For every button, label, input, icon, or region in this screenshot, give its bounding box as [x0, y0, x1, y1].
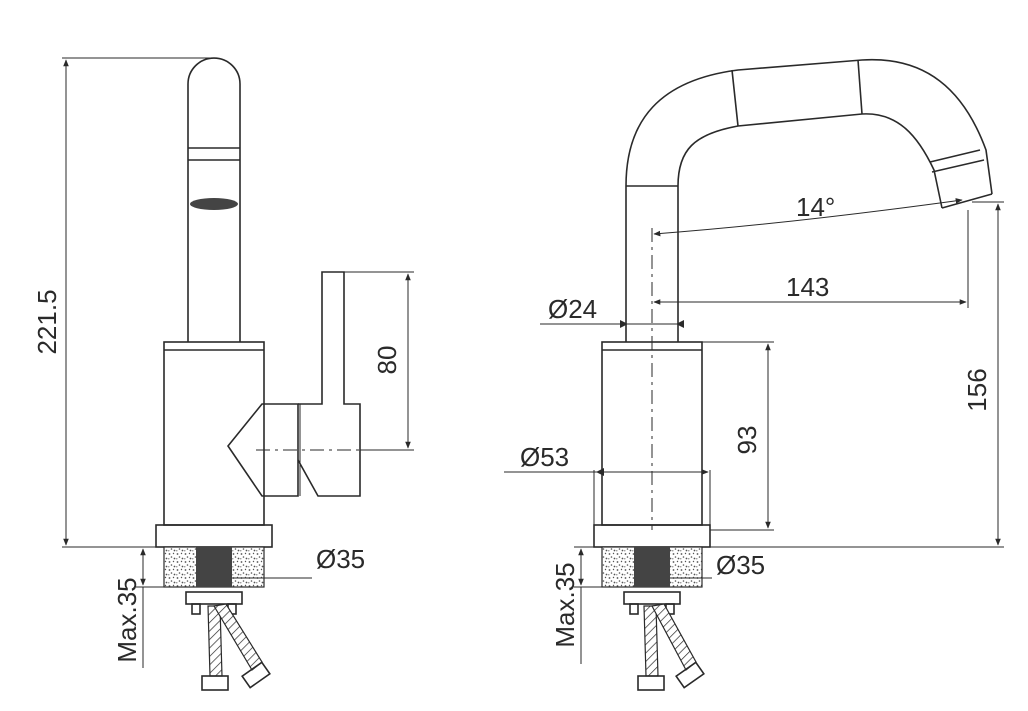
- right-mount-label: Max.35: [550, 562, 580, 647]
- right-spout-diameter-arrow-2: [676, 320, 684, 328]
- left-mount-stud: [196, 547, 232, 587]
- left-height-label: 221.5: [32, 289, 62, 354]
- left-nut-leg-1: [191, 603, 201, 615]
- right-spout-outer: [625, 58, 993, 342]
- left-base-diameter-label: Ø35: [316, 544, 365, 574]
- right-spout-diameter-arrow-1: [620, 320, 628, 328]
- left-mount-label: Max.35: [112, 577, 142, 662]
- right-spout-inner: [677, 113, 943, 342]
- right-nut-leg-1: [629, 603, 639, 615]
- right-body-height-label: 93: [732, 426, 762, 455]
- right-body-diameter-label: Ø53: [520, 442, 569, 472]
- right-front-view: 14° 143 Ø24 Ø53 93 156 Ø35 Max: [504, 58, 1004, 691]
- left-hose-nut-2: [241, 661, 271, 689]
- left-side-view: 221.5 80 Ø35 Max.35: [32, 57, 414, 691]
- right-angle-dimension: [653, 198, 963, 237]
- right-spout-joint-2: [731, 69, 739, 127]
- right-spout-joint-3: [857, 59, 863, 115]
- right-hose-nut-1: [637, 675, 665, 691]
- right-angle-label: 14°: [796, 192, 835, 222]
- left-handle: [227, 403, 299, 497]
- left-base-flange: [155, 524, 273, 548]
- right-base-diameter-label: Ø35: [716, 550, 765, 580]
- left-body: [163, 341, 265, 526]
- right-total-height-label: 156: [962, 368, 992, 411]
- right-reach-label: 143: [786, 272, 829, 302]
- right-spout-tip: [941, 193, 993, 209]
- right-hose-nut-2: [675, 661, 705, 689]
- left-fixing-nut: [185, 591, 243, 605]
- right-mount-stud: [634, 547, 670, 587]
- left-aerator: [190, 198, 238, 210]
- left-handle-label: 80: [372, 346, 402, 375]
- right-body-diameter-arrow: [596, 468, 604, 476]
- right-spout-ring: [929, 149, 985, 173]
- left-handle-lever: [297, 271, 361, 497]
- left-hose-nut-1: [201, 675, 229, 691]
- right-spout-diameter-label: Ø24: [548, 294, 597, 324]
- right-hose-1: [643, 605, 659, 677]
- right-fixing-nut: [623, 591, 681, 605]
